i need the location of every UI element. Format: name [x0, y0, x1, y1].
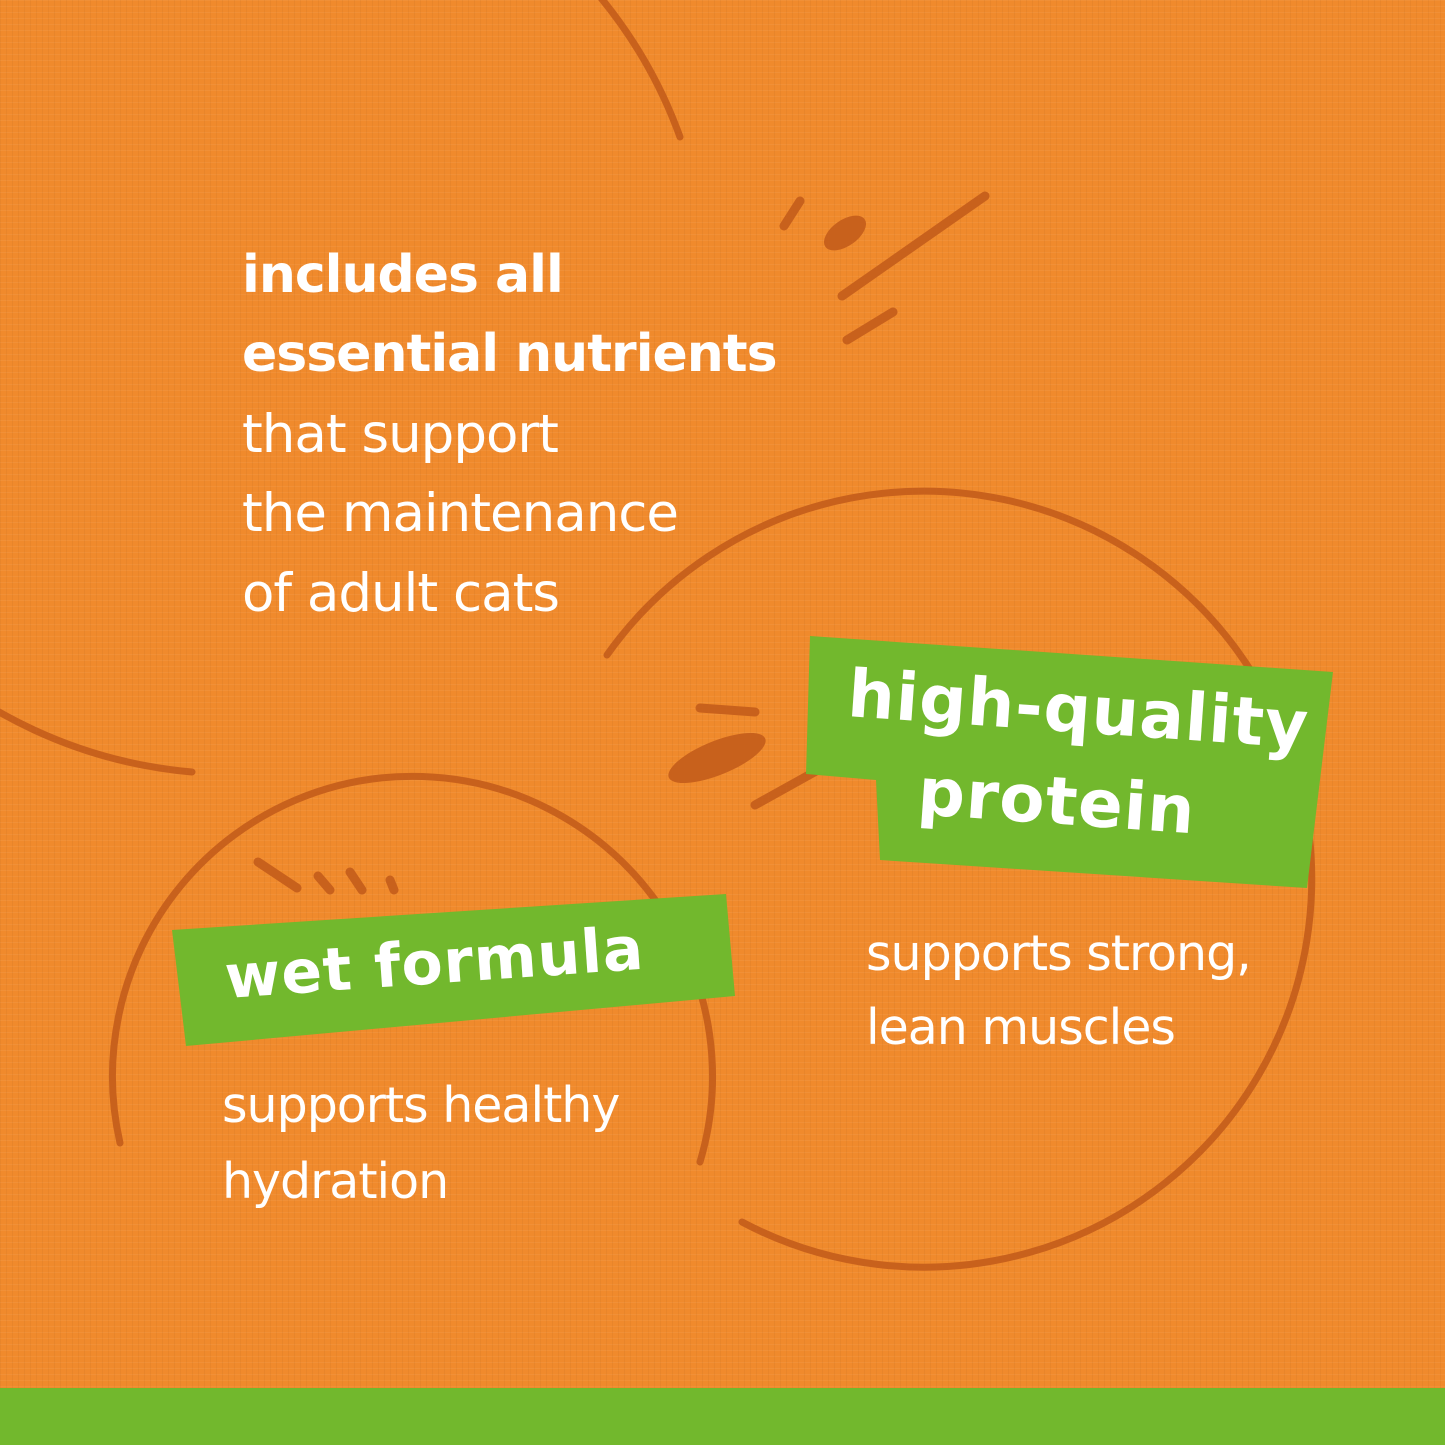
doodle-dash [253, 857, 302, 893]
doodle-blob [668, 732, 766, 784]
doodle-dash [842, 307, 898, 345]
nutrients-body-line-1: that support [242, 404, 559, 465]
doodle-dash [313, 871, 335, 895]
doodle-dash [837, 191, 990, 301]
bottom-green-bar [0, 1388, 1445, 1445]
doodle-dash [695, 703, 760, 717]
doodle-dash [345, 867, 367, 895]
nutrients-headline-line-1: includes all [242, 245, 564, 305]
protein-body-line-1: supports strong, [866, 925, 1252, 982]
doodle-dash [750, 765, 823, 810]
nutrients-body-line-3: of adult cats [242, 563, 560, 624]
doodle-dash [385, 875, 399, 895]
wet-formula-tag-bg [172, 894, 735, 1046]
doodle-dash [779, 196, 805, 231]
nutrients-headline-line-2: essential nutrients [242, 324, 778, 384]
protein-body-line-2: lean muscles [866, 999, 1176, 1056]
wet-formula-body-line-2: hydration [222, 1153, 449, 1210]
nutrients-body-line-2: the maintenance [242, 483, 679, 544]
protein-tag-bg [806, 636, 1333, 888]
wet-formula-body-line-1: supports healthy [222, 1077, 620, 1134]
doodle-blob [823, 215, 867, 251]
